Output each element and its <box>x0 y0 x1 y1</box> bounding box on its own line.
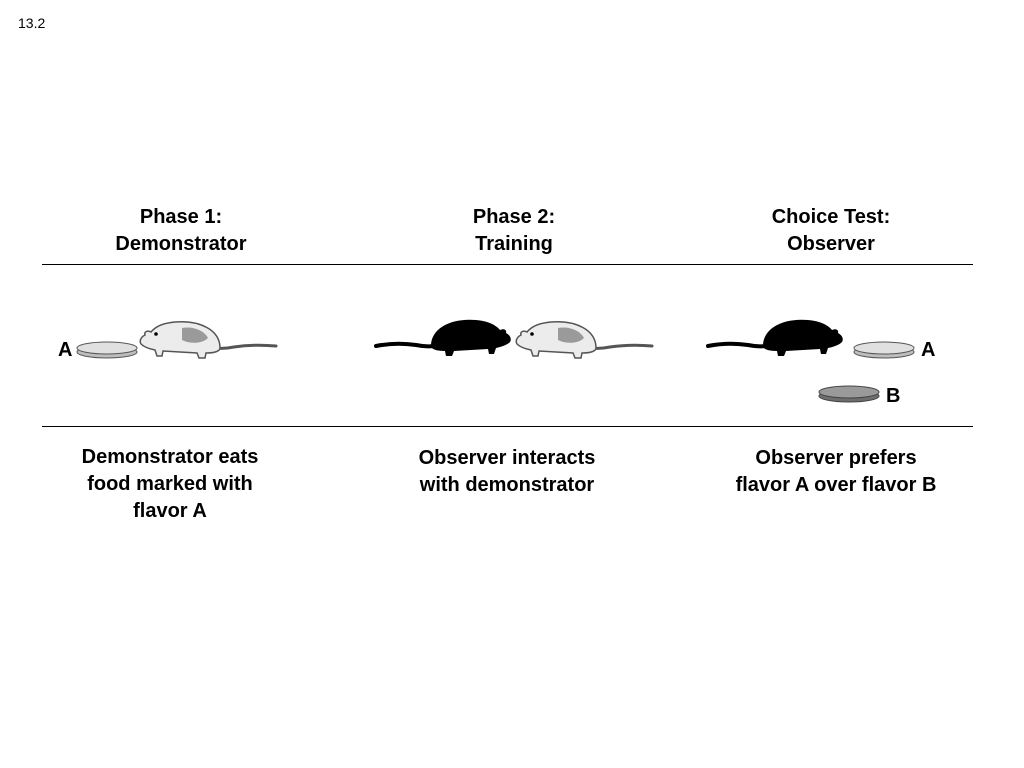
flavor-a-dish-icon <box>853 341 915 359</box>
demonstrator-rat-icon <box>514 320 654 360</box>
choice-test-title-line2: Observer <box>787 233 875 255</box>
test-dish-a-label: A <box>921 339 936 361</box>
choice-test-caption-line: Observer prefers <box>755 447 917 469</box>
phase1-caption: Demonstrator eats food marked with flavo… <box>40 444 300 525</box>
bottom-divider <box>42 426 973 427</box>
phase2-title-line2: Training <box>475 233 553 255</box>
phase2-caption: Observer interacts with demonstrator <box>377 445 637 499</box>
choice-test-caption: Observer prefers flavor A over flavor B <box>706 445 966 499</box>
flavor-b-dish-icon <box>818 385 880 403</box>
phase1-caption-line: Demonstrator eats <box>81 446 259 468</box>
phase2-title-line1: Phase 2: <box>472 206 556 228</box>
observer-rat-icon <box>706 317 845 358</box>
phase1-dish-label: A <box>58 339 73 361</box>
choice-test-heading: Choice Test: Observer <box>711 204 951 258</box>
phase1-title-line1: Phase 1: <box>139 206 223 228</box>
phase1-caption-line: food marked with <box>87 473 253 495</box>
choice-test-caption-line: flavor A over flavor B <box>735 474 937 496</box>
phase1-caption-line: flavor A <box>133 500 207 522</box>
test-dish-b-label: B <box>886 385 901 407</box>
phase1-title-line2: Demonstrator <box>115 233 247 255</box>
demonstrator-rat-icon <box>138 320 278 360</box>
phase1-heading: Phase 1: Demonstrator <box>61 204 301 258</box>
phase2-heading: Phase 2: Training <box>394 204 634 258</box>
figure-number: 13.2 <box>18 15 46 31</box>
observer-rat-icon <box>374 317 513 358</box>
choice-test-title-line1: Choice Test: <box>771 206 891 228</box>
phase2-caption-line: with demonstrator <box>419 474 595 496</box>
flavor-a-dish-icon <box>76 341 138 359</box>
phase2-caption-line: Observer interacts <box>418 447 596 469</box>
top-divider <box>42 264 973 265</box>
